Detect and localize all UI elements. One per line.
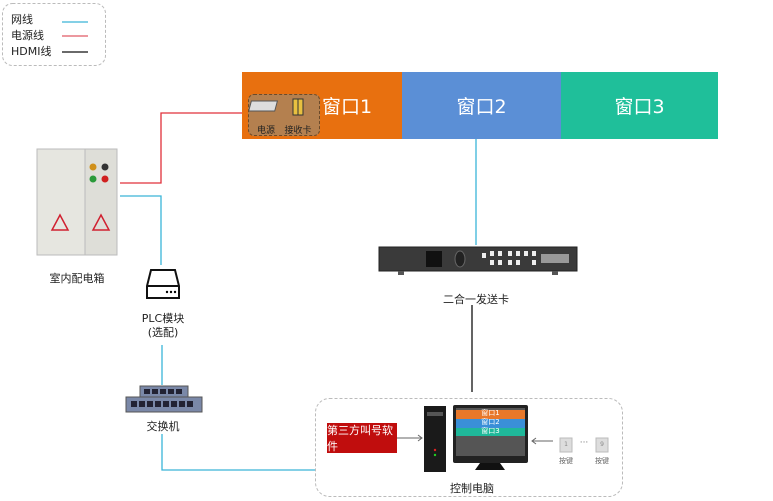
legend-hdmi: HDMI线 [11,45,52,58]
power-receiver-group: 电源 接收卡 [248,94,320,136]
key-9-icon [595,437,609,453]
legend-power: 电源线 [11,29,44,42]
control-pc-icons [397,405,609,472]
power-label: 电源 [256,126,276,136]
network-switch-icon [125,385,203,413]
monitor-screen-labels: 窗口1 窗口2 窗口3 [481,409,500,435]
sending-card-icon [378,246,578,275]
legend-network: 网线 [11,13,33,26]
legend-box [2,3,106,66]
cabinet-label: 室内配电箱 [49,272,105,285]
window-2: 窗口2 [402,72,561,139]
power-cable [120,112,250,184]
key-1-num: 1 [564,441,568,448]
pc-tower-icon [424,406,446,472]
key-1-label: 按键 [559,457,573,465]
keys-ellipsis: ··· [579,438,589,448]
queue-software-box: 第三方叫号软件 [327,423,397,453]
key-9-num: 9 [600,441,604,448]
key-1-icon [559,437,573,453]
plc-module-icon [146,269,180,299]
window-3: 窗口3 [561,72,718,139]
monitor-icon [453,405,528,470]
power-supply-icon [248,98,304,116]
switch-label: 交换机 [146,420,180,433]
receiver-card-icon [292,98,304,116]
arrow-icon [531,437,537,445]
network-cable-switch-pc [161,434,316,471]
control-pc-label: 控制电脑 [450,482,494,495]
distribution-cabinet-icon [36,148,118,256]
sender-label: 二合一发送卡 [443,293,509,306]
plc-note: (选配) [147,326,179,339]
key-9-label: 按键 [595,457,609,465]
receiver-label: 接收卡 [284,126,312,136]
arrow-icon [417,434,423,442]
plc-label: PLC模块 [141,312,185,325]
control-pc-box [315,398,623,497]
legend: 网线 电源线 HDMI线 [11,12,51,60]
network-cable-cabinet-plc [120,195,162,265]
